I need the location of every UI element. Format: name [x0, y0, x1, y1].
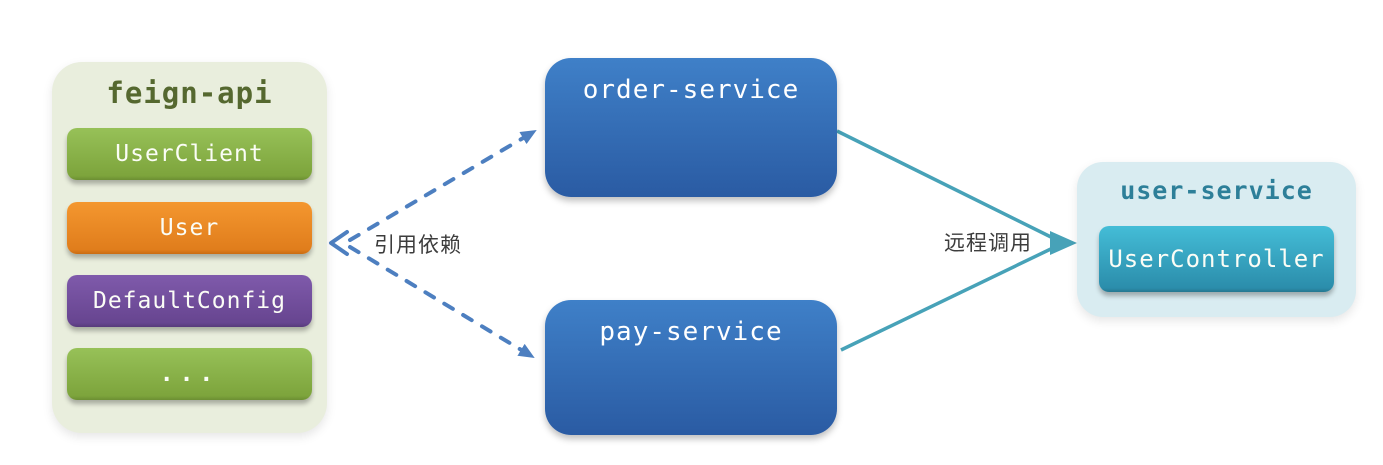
module-chip-label: ... [159, 361, 220, 387]
module-chip-label: DefaultConfig [92, 288, 286, 314]
remote-call-arrowhead [1050, 231, 1077, 255]
remote-call-edge-pay [840, 244, 1058, 352]
feign-api-container: feign-api UserClient User DefaultConfig … [52, 62, 327, 433]
dependency-edge-pay [348, 245, 535, 359]
remote-call-edge-order [836, 129, 1058, 242]
pay-service-title: pay-service [599, 317, 783, 347]
module-chip-label: UserController [1108, 245, 1325, 273]
module-chip-label: UserClient [115, 141, 264, 167]
module-chip-defaultconfig: DefaultConfig [67, 275, 312, 327]
user-service-container: user-service UserController [1077, 162, 1356, 317]
module-chip-ellipsis: ... [67, 348, 312, 400]
feign-api-title: feign-api [106, 76, 273, 110]
remote-call-edge-label: 远程调用 [944, 231, 1032, 255]
dependency-edge-order [348, 129, 537, 242]
user-service-title: user-service [1120, 176, 1313, 205]
module-chip-usercontroller: UserController [1099, 226, 1334, 292]
module-chip-userclient: UserClient [67, 128, 312, 180]
dependency-edge-label: 引用依赖 [374, 233, 462, 257]
module-chip-label: User [159, 215, 220, 241]
order-service-title: order-service [582, 75, 800, 105]
order-service-node: order-service [545, 58, 837, 197]
module-chip-user: User [67, 202, 312, 254]
dependency-chevron-arrowhead [329, 230, 349, 256]
pay-service-node: pay-service [545, 300, 837, 435]
